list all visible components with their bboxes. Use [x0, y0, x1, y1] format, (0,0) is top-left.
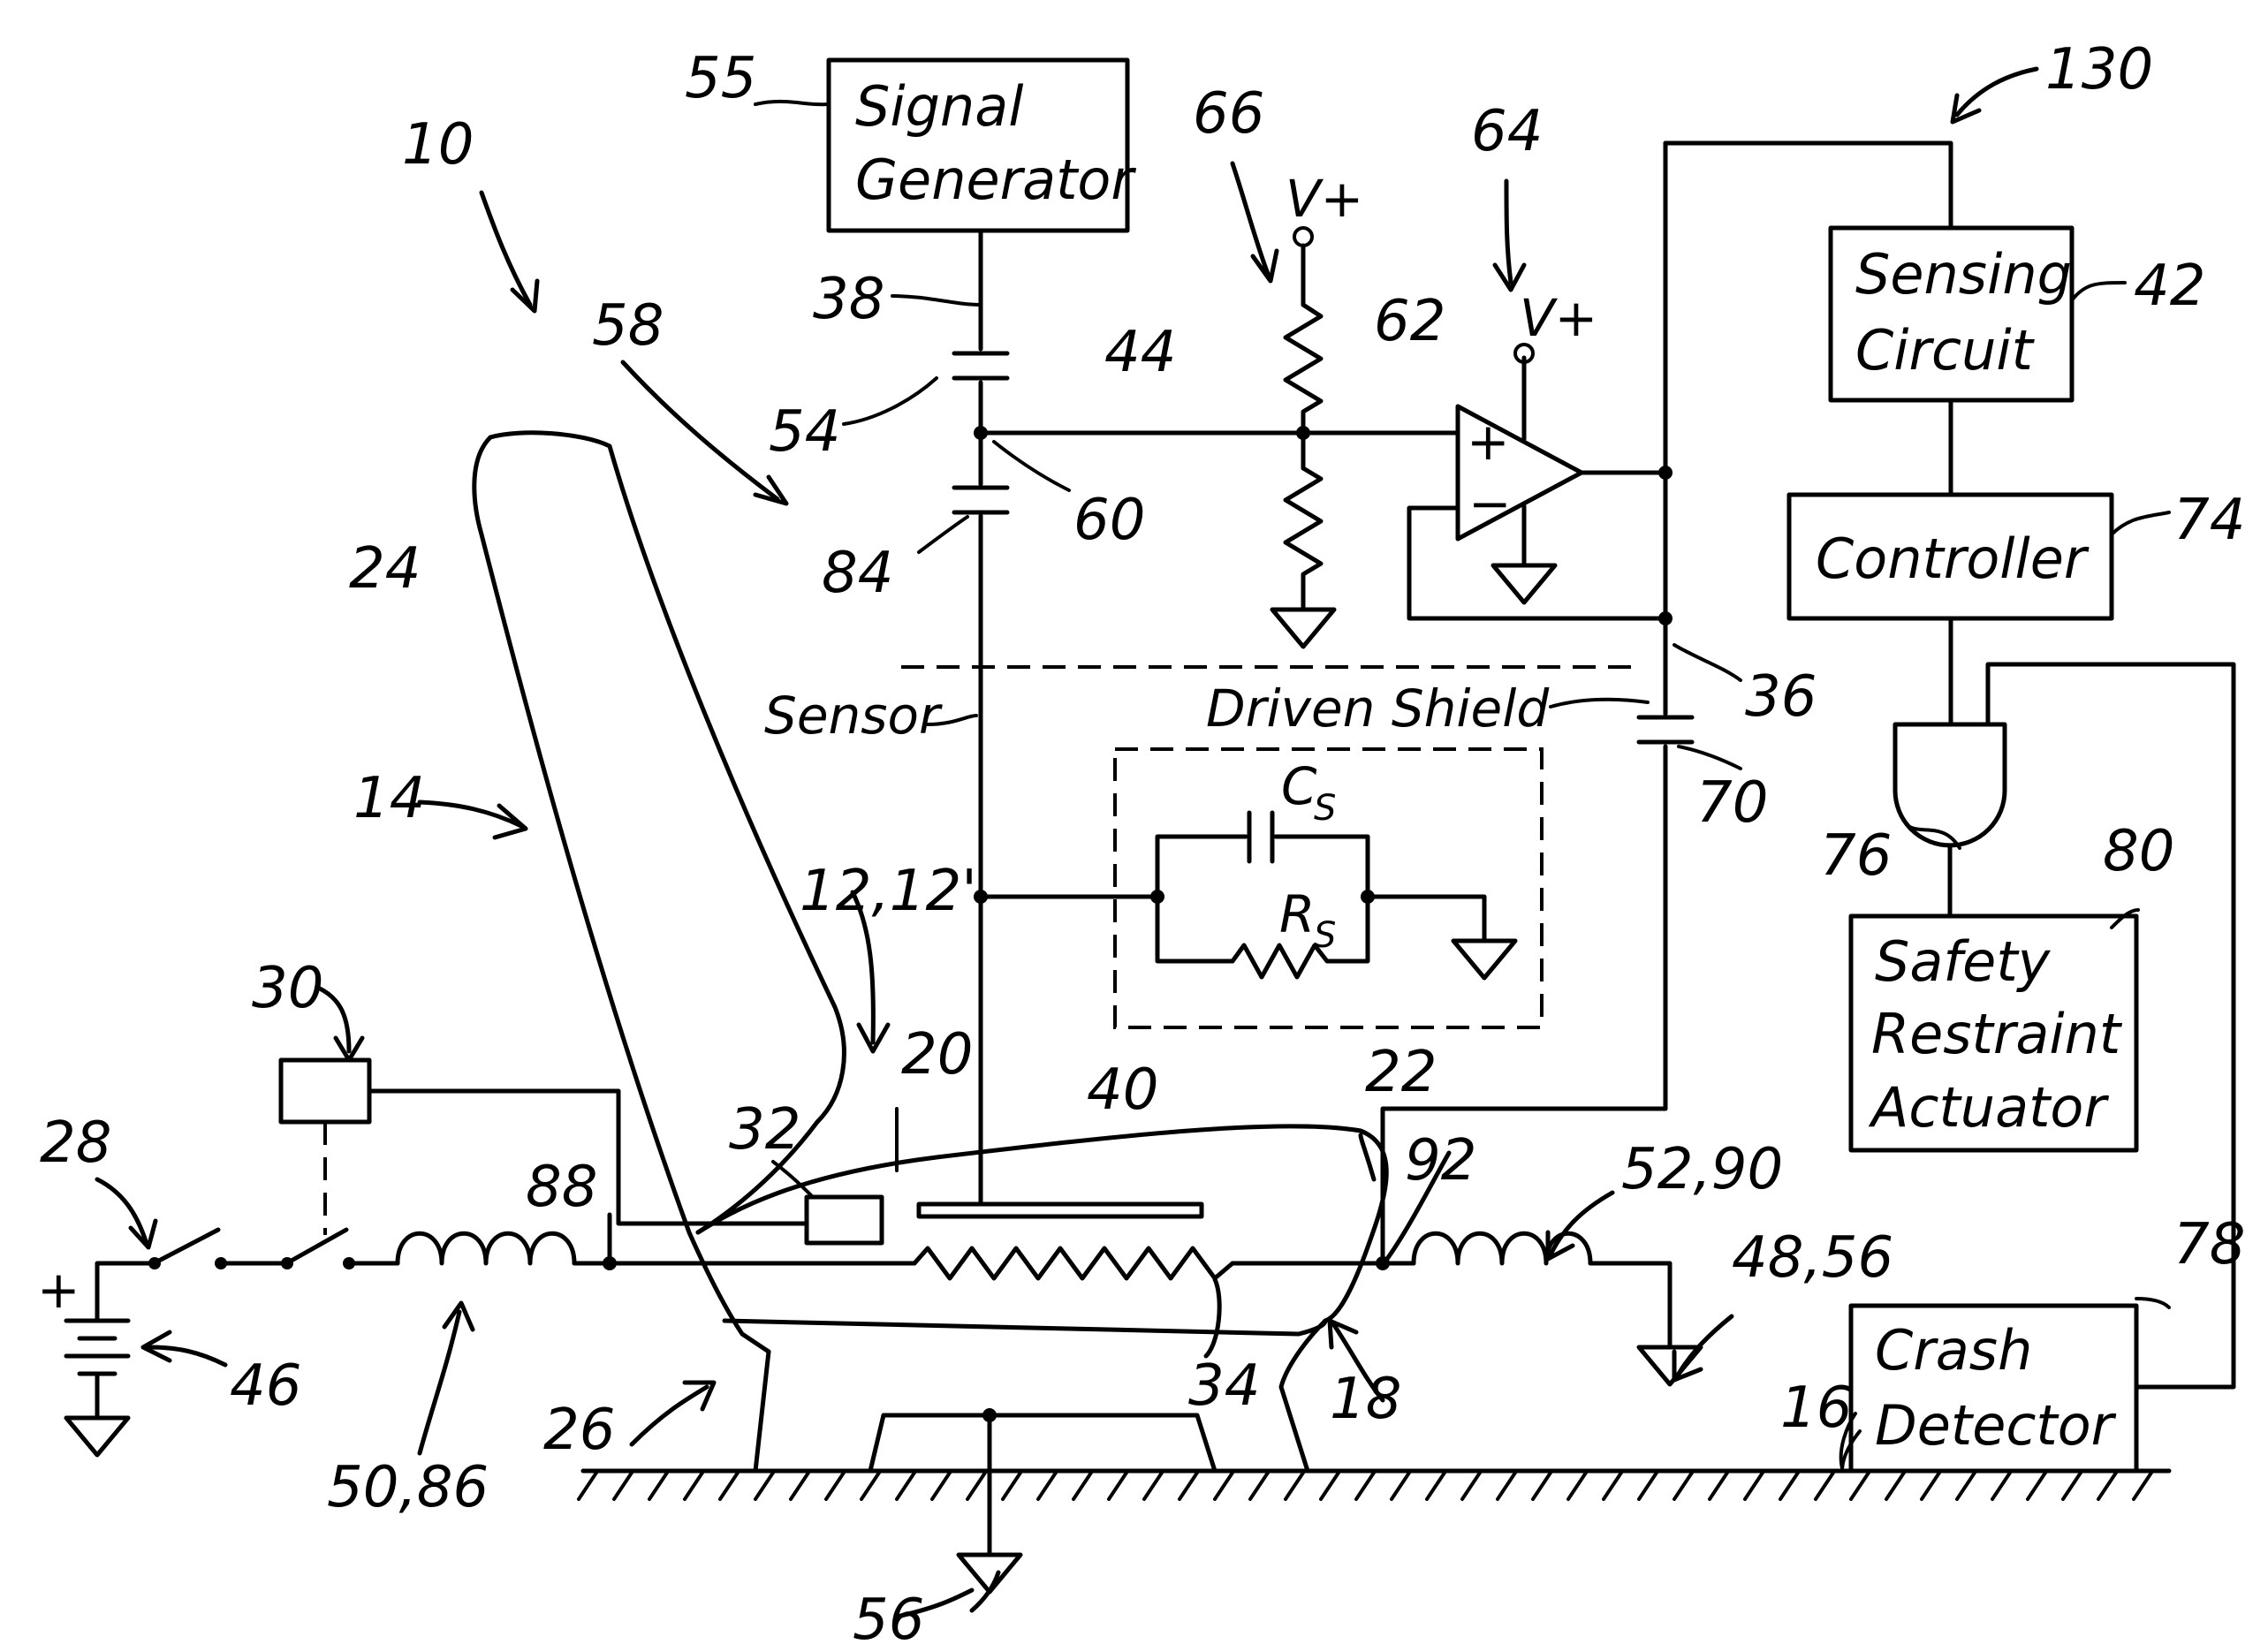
ref-56: 56 — [853, 1588, 924, 1652]
ref-74: 74 — [2173, 488, 2245, 553]
ref-46: 46 — [230, 1353, 301, 1419]
safety-text-3: Actuator — [1868, 1075, 2109, 1140]
ref-70: 70 — [1696, 770, 1768, 836]
ref-55: 55 — [685, 46, 756, 111]
ref-28: 28 — [40, 1110, 111, 1176]
ref-130: 130 — [2045, 37, 2153, 102]
vplus-66-label: V+ — [1286, 169, 1363, 229]
ref-16: 16 — [1780, 1375, 1852, 1441]
ref-38: 38 — [813, 267, 884, 332]
sensing-circuit-text-2: Circuit — [1855, 318, 2036, 383]
reference-arrows — [97, 69, 2037, 1617]
sensor-equivalent-circuit: C S R S — [974, 749, 1542, 1027]
sensor-label: Sensor — [764, 686, 943, 746]
ref-42: 42 — [2134, 254, 2205, 319]
signal-generator-box: Signal Generator — [829, 60, 1136, 231]
ref-18: 18 — [1330, 1367, 1401, 1432]
ref-36: 36 — [1745, 664, 1817, 730]
ref-76: 76 — [1820, 823, 1892, 889]
ref-92: 92 — [1405, 1128, 1476, 1194]
ref-64: 64 — [1471, 99, 1543, 164]
ref-84: 84 — [822, 541, 893, 606]
crash-detector-text-1: Crash — [1875, 1318, 2032, 1383]
ref-52-90: 52,90 — [1621, 1137, 1783, 1202]
ref-26: 26 — [543, 1398, 615, 1463]
ref-40: 40 — [1087, 1057, 1158, 1123]
ref-62: 62 — [1374, 289, 1445, 354]
battery-plus-sign: + — [37, 1260, 80, 1320]
ref-34: 34 — [1188, 1353, 1260, 1419]
ref-50-86: 50,86 — [327, 1455, 489, 1520]
ref-48-56: 48,56 — [1732, 1225, 1893, 1291]
sensing-circuit-box: Sensing Circuit — [1831, 228, 2072, 400]
crash-detector-box: Crash Detector — [1851, 1306, 2136, 1471]
safety-text-2: Restraint — [1871, 1002, 2123, 1066]
rs-subscript: S — [1314, 915, 1336, 956]
vplus-64-label: V+ — [1520, 288, 1597, 348]
safety-text-1: Safety — [1875, 929, 2052, 994]
ref-88: 88 — [526, 1155, 597, 1220]
ref-14: 14 — [353, 766, 425, 831]
rs-label: R — [1279, 884, 1315, 944]
sensor-block-32 — [807, 1197, 882, 1243]
ref-10: 10 — [402, 112, 474, 178]
safety-restraint-actuator-box: Safety Restraint Actuator — [1851, 916, 2136, 1150]
sensing-circuit-text-1: Sensing — [1855, 242, 2072, 307]
ref-60: 60 — [1073, 488, 1145, 553]
driven-shield-label: Driven Shield — [1206, 678, 1550, 739]
leader-lines — [755, 102, 2169, 1471]
ref-30: 30 — [252, 956, 323, 1021]
ref-54: 54 — [769, 399, 840, 465]
vehicle-floor — [579, 1471, 2169, 1499]
ref-22: 22 — [1365, 1040, 1437, 1105]
ref-44: 44 — [1104, 320, 1176, 385]
relay-box-30 — [281, 1060, 369, 1122]
ref-24: 24 — [349, 536, 421, 602]
ref-66: 66 — [1193, 81, 1264, 147]
controller-box: Controller — [1789, 495, 2112, 618]
cs-label: C — [1281, 756, 1317, 816]
crash-detector-text-2: Detector — [1875, 1393, 2117, 1458]
ref-78: 78 — [2173, 1212, 2245, 1277]
controller-text: Controller — [1816, 527, 2090, 591]
ref-32: 32 — [729, 1097, 800, 1163]
signal-generator-text-1: Signal — [855, 74, 1023, 139]
signal-generator-text-2: Generator — [855, 148, 1136, 212]
opamp-plus-sign: + — [1467, 412, 1510, 472]
ref-20: 20 — [901, 1022, 973, 1087]
cs-subscript: S — [1314, 788, 1336, 829]
ref-58: 58 — [592, 293, 664, 359]
ref-80: 80 — [2103, 819, 2174, 884]
opamp-minus-sign: − — [1468, 474, 1512, 534]
ref-12: 12,12' — [800, 859, 977, 924]
